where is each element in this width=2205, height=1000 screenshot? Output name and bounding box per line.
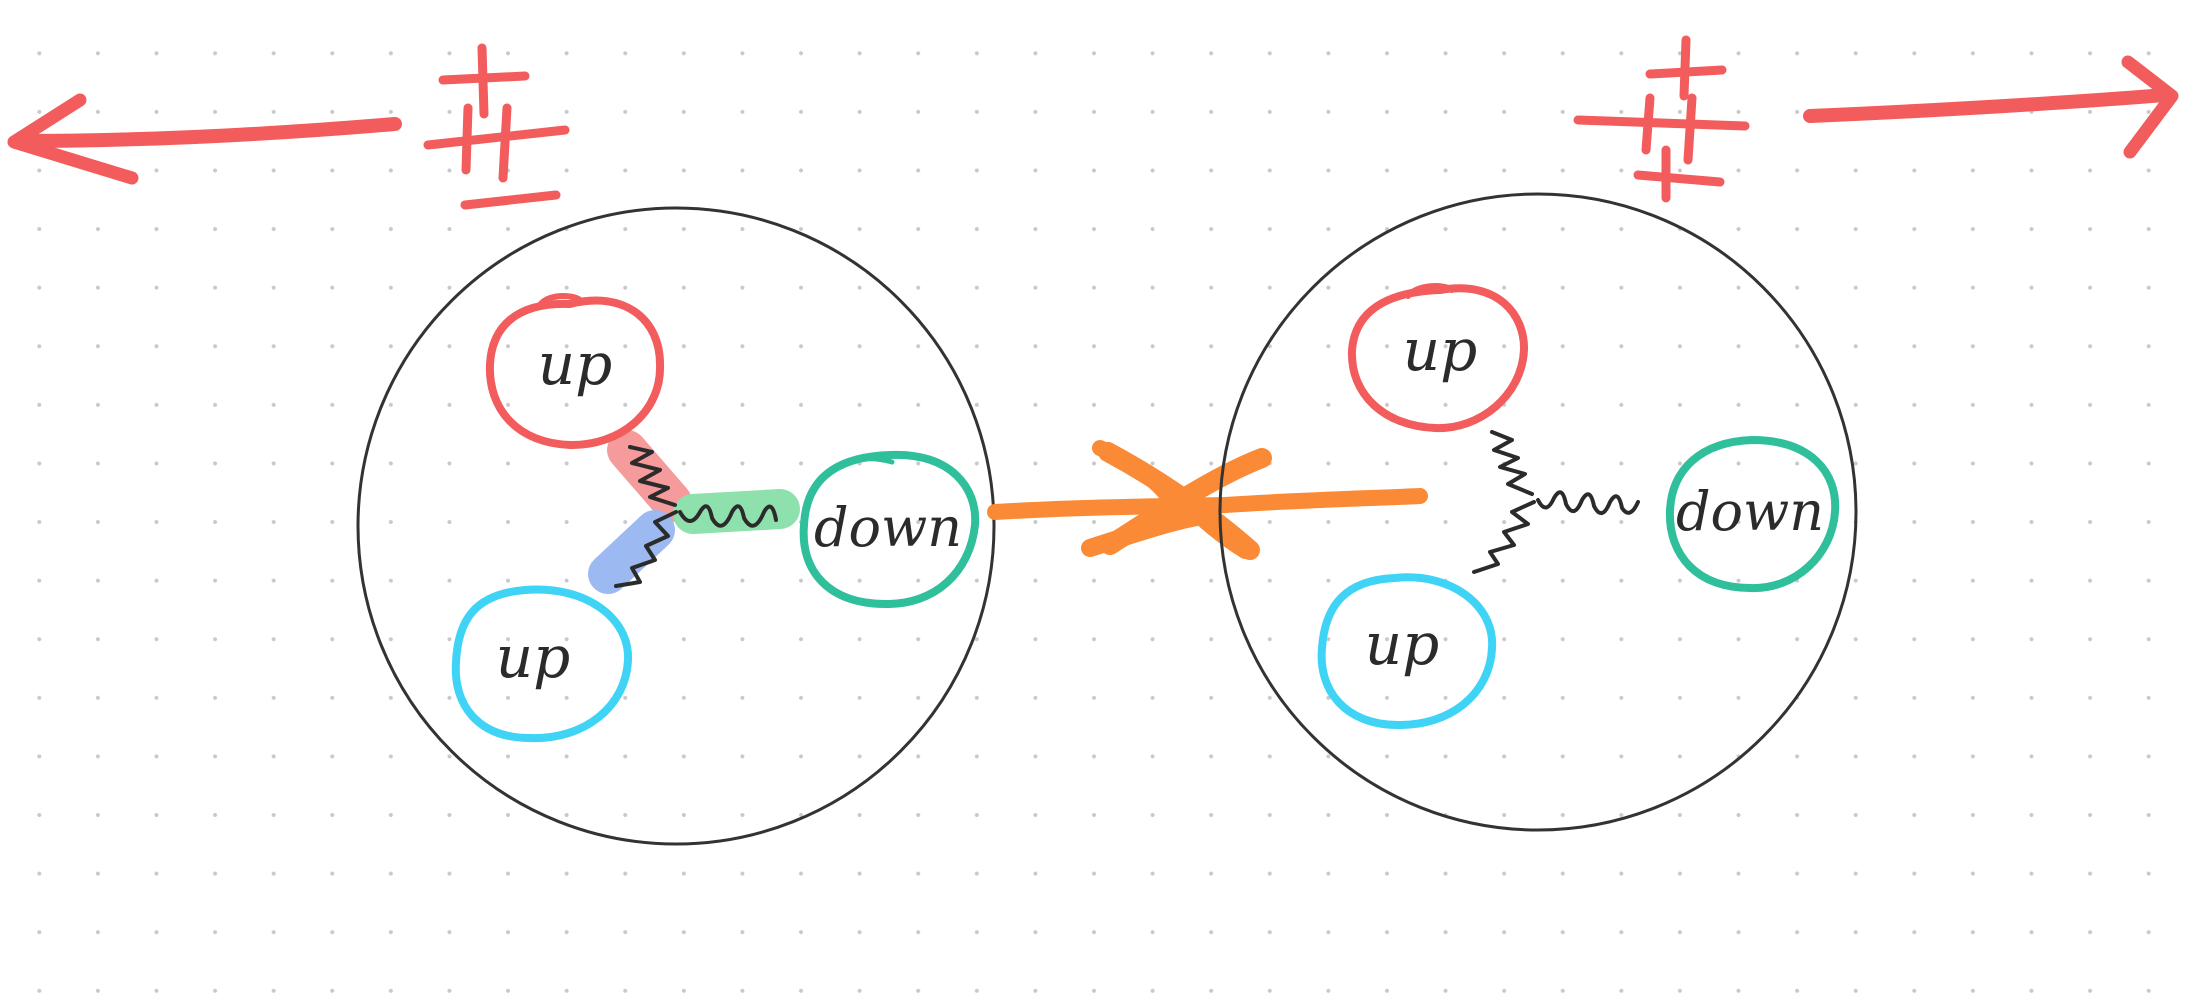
gluon-line	[1472, 500, 1536, 574]
quark-label: up	[538, 330, 612, 398]
hash-icon	[1573, 35, 1750, 203]
hash-icon	[423, 43, 570, 210]
x-mark-icon	[987, 440, 1428, 560]
right-hadron-outline	[1218, 192, 1858, 832]
gluon-line	[678, 504, 778, 528]
right-hadron: up up down	[1218, 192, 1858, 832]
arrow-left-icon	[7, 93, 402, 185]
quark-label: down	[814, 496, 962, 559]
left-hadron-outline	[356, 206, 996, 846]
quark-up-cyan: up	[451, 585, 633, 743]
quark-down-green: down	[1665, 436, 1840, 593]
quark-up-cyan: up	[1317, 573, 1497, 730]
quark-label: up	[496, 623, 570, 691]
quark-label: up	[1365, 610, 1439, 678]
quark-up-red: up	[1347, 283, 1529, 433]
quark-down-green: down	[799, 450, 980, 609]
quark-label: up	[1403, 316, 1477, 384]
gluon-line	[614, 510, 678, 588]
quark-label: down	[1676, 480, 1824, 543]
gluon-line	[1490, 430, 1534, 496]
gluon-line	[628, 445, 677, 507]
gluon-line	[1536, 490, 1640, 515]
left-hadron: up up down	[356, 206, 996, 846]
quark-up-red: up	[485, 293, 665, 450]
gluon-highlight-blue	[588, 510, 675, 594]
arrow-right-icon	[1803, 55, 2179, 159]
